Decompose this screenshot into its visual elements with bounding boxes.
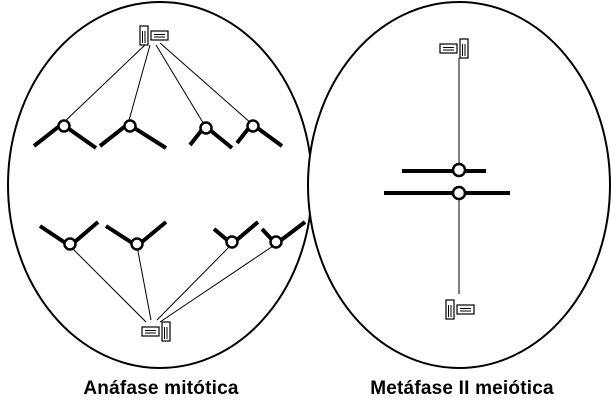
chromosome <box>98 119 168 150</box>
right-chromosome-group <box>384 162 510 201</box>
left-upper-chromosome-group <box>32 119 284 150</box>
chromosome <box>104 220 168 251</box>
chromosome <box>188 121 234 150</box>
caption-mitotic-anaphase: Anáfase mitótica <box>83 378 239 399</box>
chromosome <box>384 185 510 201</box>
chromosome <box>402 162 486 178</box>
chromosome <box>212 220 260 249</box>
left-cell-membrane <box>7 1 313 369</box>
left-cell <box>7 1 313 369</box>
left-lower-chromosome-group <box>38 220 307 251</box>
caption-meiotic-metaphase-ii: Metáfase II meiótica <box>370 378 554 399</box>
right-cell-membrane <box>307 1 611 369</box>
chromosome <box>260 220 307 249</box>
chromosome <box>32 119 98 150</box>
chromosome <box>38 220 100 251</box>
right-cell <box>307 1 611 369</box>
left-bottom-spindle-fibers <box>69 243 277 323</box>
left-top-spindle-fibers <box>61 42 253 127</box>
chromosome <box>235 119 284 148</box>
